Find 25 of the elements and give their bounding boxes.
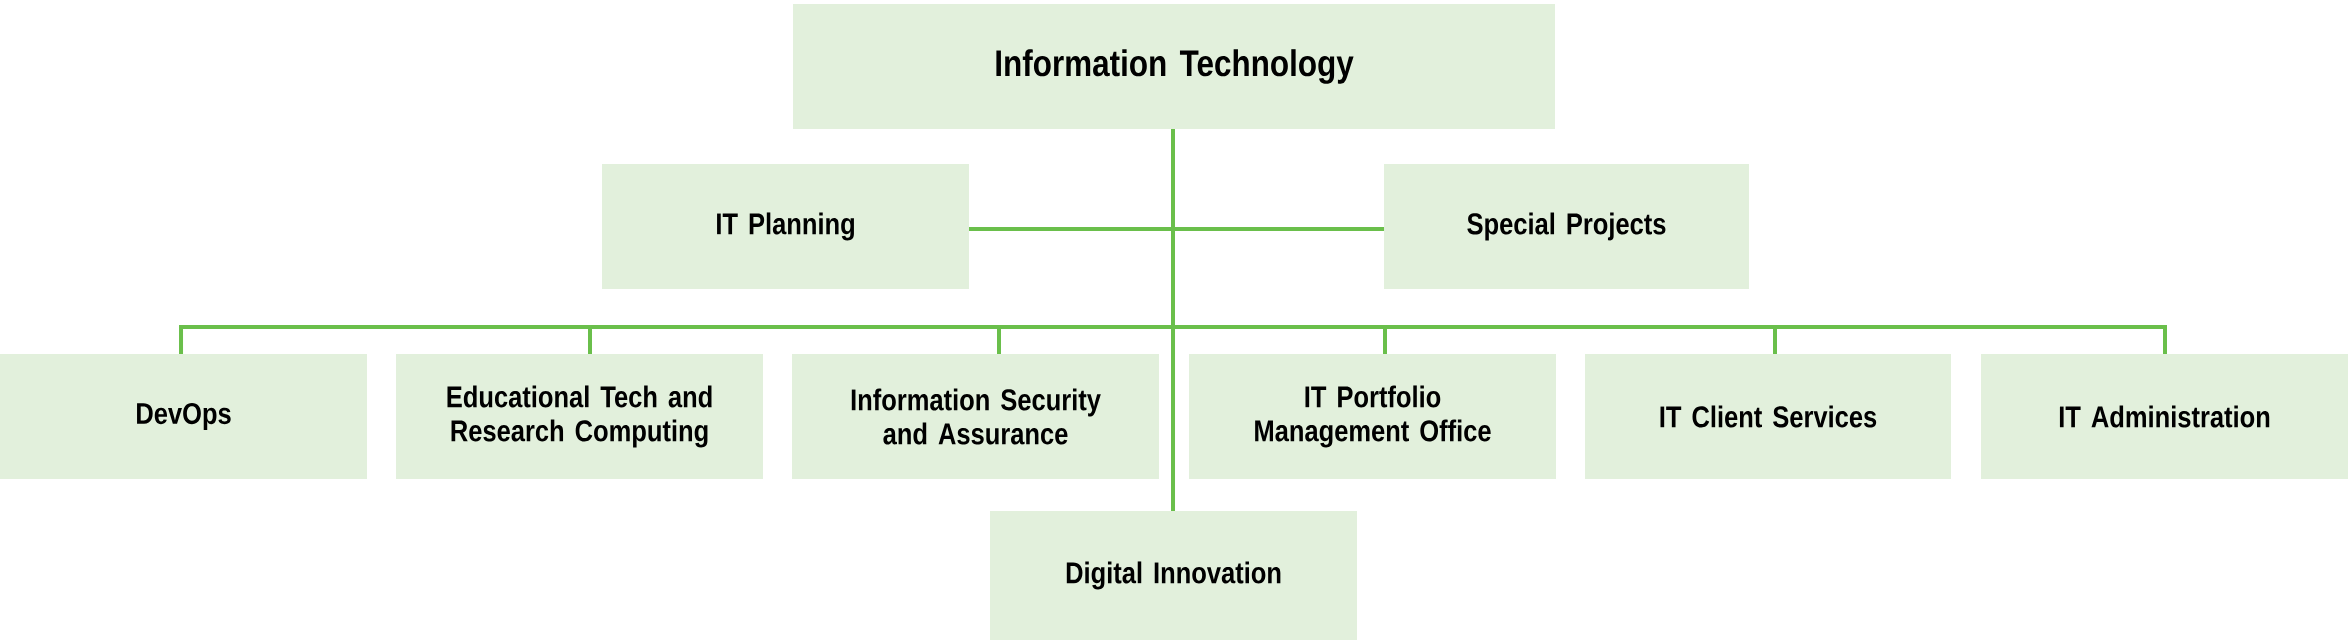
connector-line xyxy=(1173,227,1384,231)
connector-line xyxy=(590,325,999,329)
org-box: Special Projects xyxy=(1384,164,1749,289)
org-box: Educational Tech and Research Computing xyxy=(396,354,763,479)
connector-line xyxy=(1775,325,2167,354)
org-box: IT Client Services xyxy=(1585,354,1951,479)
connector-line xyxy=(969,227,1173,231)
connector-line xyxy=(588,327,592,354)
connector-line xyxy=(179,325,590,354)
org-box: Information Technology xyxy=(793,4,1555,129)
connector-line xyxy=(1171,327,1175,511)
connector-line xyxy=(1383,327,1387,354)
connector-line xyxy=(1773,327,1777,354)
org-box: IT Portfolio Management Office xyxy=(1189,354,1556,479)
org-box: Digital Innovation xyxy=(990,511,1357,640)
org-box: IT Planning xyxy=(602,164,969,289)
connector-line xyxy=(1171,229,1175,327)
connector-line xyxy=(1173,325,1385,329)
org-box: Information Security and Assurance xyxy=(792,354,1159,479)
connector-line xyxy=(997,327,1001,354)
connector-line xyxy=(1385,325,1775,329)
org-box: DevOps xyxy=(0,354,367,479)
connector-line xyxy=(1171,129,1175,229)
connector-line xyxy=(999,325,1173,329)
org-box: IT Administration xyxy=(1981,354,2348,479)
